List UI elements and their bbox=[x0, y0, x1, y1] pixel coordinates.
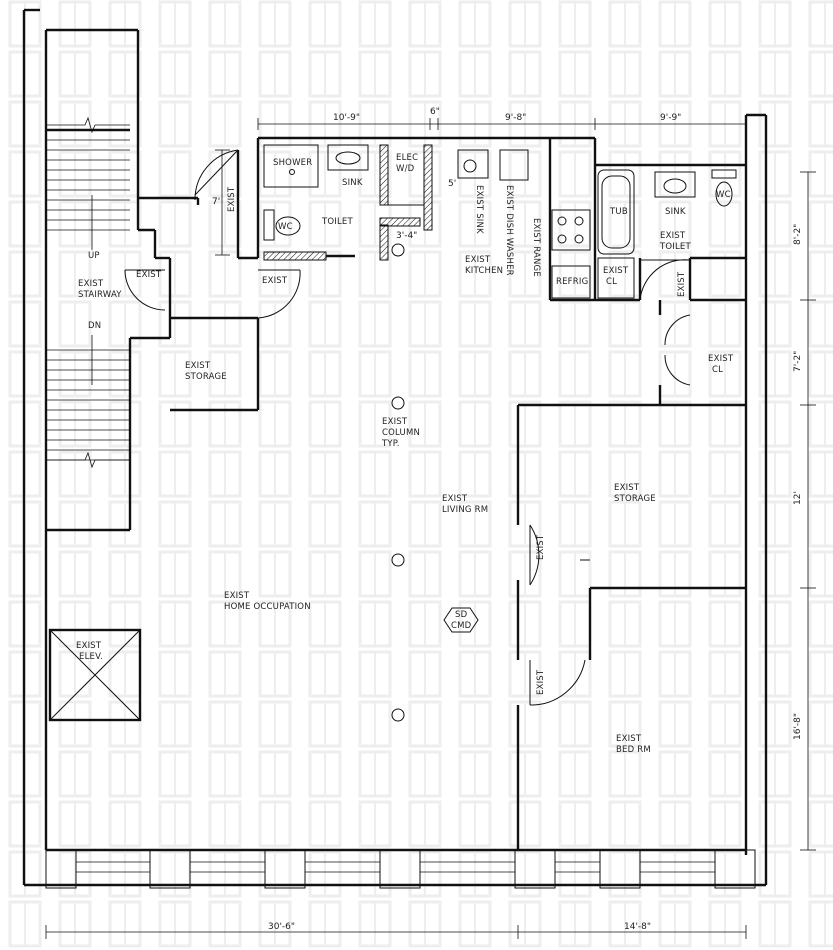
label-exist-sink-vertical: EXIST SINK bbox=[474, 185, 484, 234]
label-exist-dishwasher-vertical: EXIST DISH WASHER bbox=[504, 185, 514, 276]
dim-top-2: 9'-8" bbox=[505, 113, 526, 123]
shower-stall bbox=[263, 144, 319, 188]
doors bbox=[124, 149, 691, 706]
label-dn: DN bbox=[88, 321, 101, 331]
right-sink bbox=[654, 171, 696, 198]
column-2 bbox=[391, 553, 405, 567]
label-exist-cl-1: EXIST bbox=[708, 354, 734, 364]
door-label-4: EXIST bbox=[677, 271, 687, 297]
column-3 bbox=[391, 708, 405, 722]
label-exist-bed-1: EXIST bbox=[616, 734, 642, 744]
label-exist-cl-small-2: CL bbox=[606, 277, 617, 287]
label-exist-storage-right-1: EXIST bbox=[614, 483, 640, 493]
bathtub bbox=[597, 169, 635, 255]
label-exist-range-vertical: EXIST RANGE bbox=[531, 218, 541, 277]
dim-small-5: 5' bbox=[448, 179, 456, 189]
label-up: UP bbox=[88, 251, 100, 261]
shower-drain bbox=[289, 169, 295, 175]
dimension-text: 10'-9" 6" 9'-8" 9'-9" 7' 5' 3'-4" 8'-2" … bbox=[212, 107, 803, 932]
door-label-5: EXIST bbox=[536, 534, 546, 560]
dim-top-1: 10'-9" bbox=[333, 113, 360, 123]
label-exist-home-2: HOME OCCUPATION bbox=[224, 602, 311, 612]
column-1 bbox=[391, 396, 405, 410]
stair-treads-top bbox=[46, 139, 130, 231]
hatched-wall-3 bbox=[423, 144, 433, 231]
bath-sink bbox=[327, 144, 369, 171]
dim-bottom-1: 30'-6" bbox=[268, 922, 295, 932]
label-exist-stairway-2: STAIRWAY bbox=[78, 290, 122, 300]
door-label-3: EXIST bbox=[262, 276, 288, 286]
label-wd: W/D bbox=[396, 164, 415, 174]
label-exist-cl-2: CL bbox=[712, 365, 723, 375]
hatched-wall-4 bbox=[263, 251, 327, 261]
label-sd: SD bbox=[455, 610, 468, 620]
label-elec: ELEC bbox=[396, 153, 418, 163]
stair-treads-bottom bbox=[46, 349, 130, 461]
stairway bbox=[45, 116, 132, 532]
refrigerator bbox=[551, 265, 591, 299]
wc-right-bowl bbox=[715, 181, 733, 207]
partitions bbox=[516, 403, 746, 850]
label-exist-toilet-2: TOILET bbox=[659, 242, 691, 252]
label-toilet: TOILET bbox=[321, 217, 353, 227]
range bbox=[551, 209, 591, 251]
small-closet bbox=[597, 257, 635, 299]
label-exist-kitchen-1: EXIST bbox=[465, 255, 491, 265]
wc-left-bowl bbox=[275, 216, 301, 236]
label-tub: TUB bbox=[609, 207, 628, 217]
dishwasher bbox=[499, 149, 529, 181]
label-exist-column-3: TYP. bbox=[381, 439, 400, 449]
smoke-detector-hex bbox=[443, 607, 479, 633]
label-cmd: CMD bbox=[451, 621, 472, 631]
door-label-1: EXIST bbox=[227, 186, 237, 212]
label-exist-column-2: COLUMN bbox=[382, 428, 420, 438]
label-exist-cl-small-1: EXIST bbox=[603, 266, 629, 276]
label-exist-storage-left-2: STORAGE bbox=[185, 372, 227, 382]
label-bath-sink: SINK bbox=[342, 178, 363, 188]
water-heater bbox=[391, 243, 405, 257]
door-labels: EXIST EXIST EXIST EXIST EXIST EXIST bbox=[136, 186, 687, 695]
window-piers bbox=[45, 849, 756, 889]
dim-right-3: 12' bbox=[793, 491, 803, 505]
label-wc-right: WC bbox=[716, 190, 731, 200]
kitchen-sink bbox=[457, 149, 489, 179]
label-exist-storage-left-1: EXIST bbox=[185, 361, 211, 371]
dim-top-3: 9'-9" bbox=[660, 113, 681, 123]
label-exist-kitchen-2: KITCHEN bbox=[465, 266, 503, 276]
label-refrig: REFRIG bbox=[556, 277, 588, 287]
label-exist-elev-1: EXIST bbox=[76, 641, 102, 651]
label-exist-living-2: LIVING RM bbox=[442, 505, 488, 515]
door-label-2: EXIST bbox=[136, 270, 162, 280]
label-right-sink: SINK bbox=[665, 207, 686, 217]
dim-right-4: 16'-8" bbox=[793, 713, 803, 740]
hatched-wall-1 bbox=[379, 144, 389, 206]
dim-top-gap: 6" bbox=[430, 107, 440, 117]
dim-small-3-4: 3'-4" bbox=[396, 231, 417, 241]
label-exist-storage-right-2: STORAGE bbox=[614, 494, 656, 504]
right-bath-block bbox=[593, 138, 746, 407]
columns bbox=[391, 396, 479, 722]
label-exist-column-1: EXIST bbox=[382, 417, 408, 427]
dim-door-7: 7' bbox=[212, 197, 220, 207]
dim-bottom-2: 14'-8" bbox=[624, 922, 651, 932]
label-exist-bed-2: BED RM bbox=[616, 745, 651, 755]
dimension-lines bbox=[45, 118, 816, 939]
label-exist-stairway-1: EXIST bbox=[78, 279, 104, 289]
room-labels: SHOWER SINK ELEC W/D WC TOILET TUB SINK … bbox=[76, 153, 734, 755]
label-exist-home-1: EXIST bbox=[224, 591, 250, 601]
label-shower: SHOWER bbox=[273, 158, 312, 168]
hatched-wall-2 bbox=[379, 224, 389, 261]
dim-right-2: 7'-2" bbox=[793, 351, 803, 372]
label-wc-left: WC bbox=[278, 222, 293, 232]
elevator bbox=[48, 628, 142, 722]
bathroom-block bbox=[256, 136, 595, 261]
vestibule-walls bbox=[130, 150, 260, 412]
label-exist-elev-2: ELEV. bbox=[79, 652, 103, 662]
label-exist-toilet-1: EXIST bbox=[660, 231, 686, 241]
dim-right-1: 8'-2" bbox=[793, 224, 803, 245]
door-label-6: EXIST bbox=[536, 669, 546, 695]
label-exist-living-1: EXIST bbox=[442, 494, 468, 504]
